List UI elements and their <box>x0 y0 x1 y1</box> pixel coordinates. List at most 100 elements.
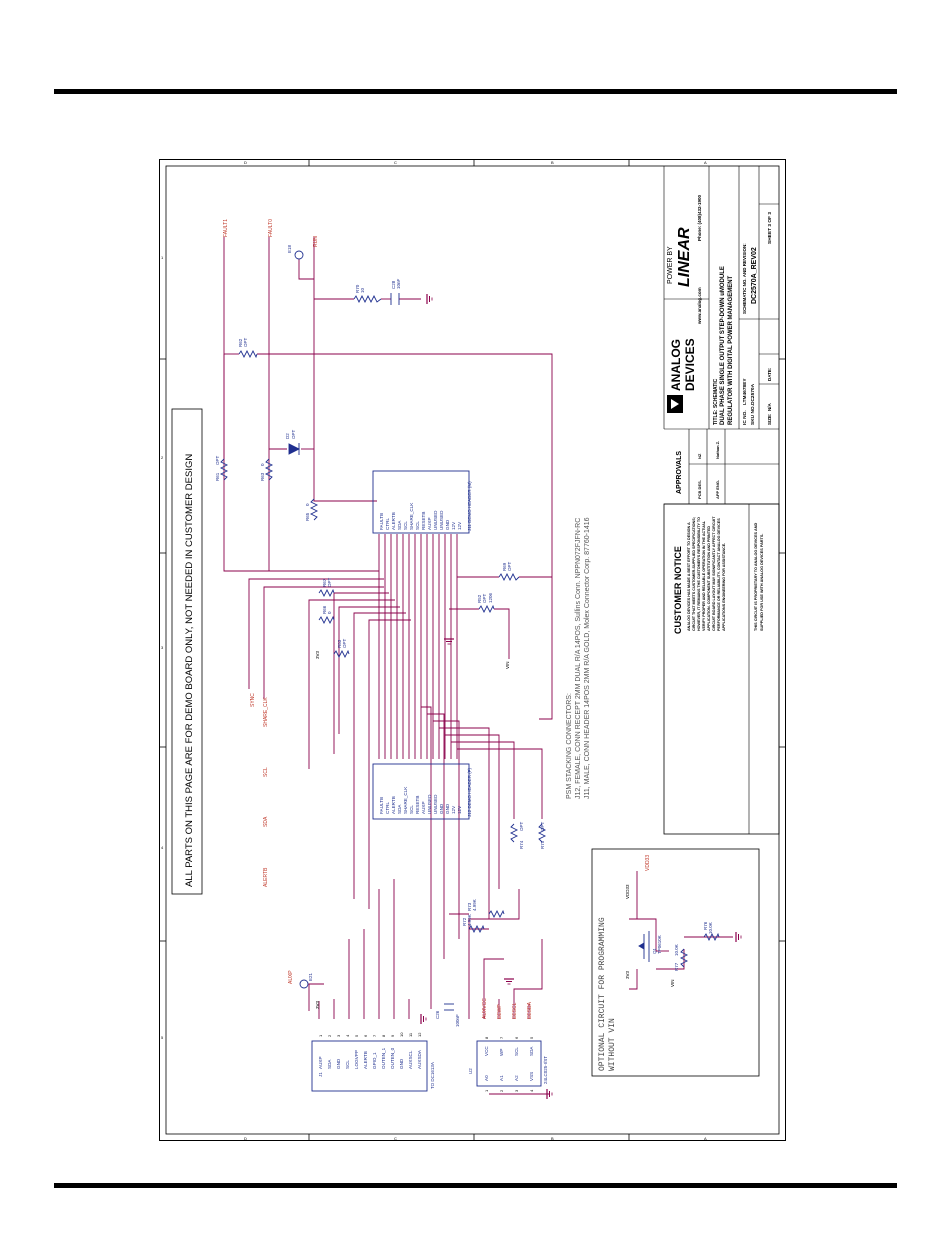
c28-value: 10nF <box>396 278 401 289</box>
net-vin-a: VIN <box>505 661 510 669</box>
u2-num-7: 7 <box>499 1036 504 1039</box>
r69-label: R69 <box>502 562 507 571</box>
customer-notice-title: CUSTOMER NOTICE <box>673 546 683 634</box>
j11-pin-1: FAULTB <box>379 513 384 530</box>
approval-value-2: Nathan Z. <box>715 441 720 459</box>
j11-pin-6: SHARE_CLK <box>409 502 414 530</box>
j11-header <box>372 470 470 534</box>
u2-num-6: 6 <box>514 1036 519 1039</box>
r65-label: R65 <box>305 512 310 521</box>
j1-pin-11: AUXSCL <box>408 1050 413 1069</box>
j11-pin-7: SCL <box>415 521 420 530</box>
j1-pin-7: GPIO_1 <box>372 1052 377 1069</box>
r77-value: 10.0K <box>674 944 679 956</box>
adi-logo-text-1: ANALOG <box>669 339 683 391</box>
r76-value: 10.0K <box>708 922 713 934</box>
u2-pin-sda: SDA <box>529 1046 534 1056</box>
e18-label: E18 <box>287 244 292 253</box>
u2-num-2: 2 <box>499 1089 504 1092</box>
j1-pin-num-7: 7 <box>372 1034 377 1037</box>
r74-resistor <box>509 823 519 843</box>
zone-label-side-5: 5 <box>161 1035 164 1040</box>
r62-resistor <box>238 349 258 359</box>
r75-resistor <box>537 823 547 843</box>
r77-label: R77 <box>674 962 679 971</box>
schematic-sheet: D C B A D C B A 1 2 3 4 5 ALL PARTS ON T… <box>159 159 786 1141</box>
size-label: SIZE: <box>767 413 772 425</box>
net-vdd33: VDD33 <box>625 884 630 899</box>
net-3v3-b: 3V3 <box>315 1000 320 1009</box>
j12-pin-14: 12V <box>457 805 462 814</box>
zone-label-side-2: 2 <box>161 455 164 460</box>
j11-pin-4: SDA <box>397 520 402 530</box>
j11-pin-2: CTRL <box>385 518 390 530</box>
outer-border <box>159 159 786 1141</box>
q1-label: Q1 <box>652 947 657 954</box>
zone-label-bottom-3: B <box>551 1136 554 1141</box>
j12-ref: J12 DEMO HEADER (F) <box>467 767 472 817</box>
r61-value: OPT <box>215 455 220 465</box>
net-fault0: FAULT0 <box>268 219 274 237</box>
net-vin-b: VIN <box>670 979 675 987</box>
j11-pin-12: GND <box>445 519 450 530</box>
adi-logo-triangle <box>671 399 679 409</box>
u2-pin-a1: A1 <box>499 1075 504 1081</box>
j11-pin-9: AUXP <box>427 517 432 530</box>
u2-num-1: 1 <box>484 1089 489 1092</box>
r53-value: OPT <box>342 638 347 648</box>
u2-pin-numbers: 1 2 3 4 8 7 6 5 <box>484 1036 534 1092</box>
j1-pin-labels: AUXP SDA GND SCL LOGVPP ALERTB GPIO_1 OU… <box>318 1047 422 1069</box>
j1-pin-8: OUTEN_1 <box>381 1047 386 1069</box>
net-eewp: EEWP <box>497 1004 503 1019</box>
r63-value: 0 <box>260 463 265 466</box>
ic-no-label: IC NO. <box>742 410 748 425</box>
notice-line-6: CIRCUIT BOARD LAYOUT MAY SIGNIFICANTLY A… <box>712 516 716 631</box>
net-eescl: EESCL <box>512 1002 518 1019</box>
notice-line-8: APPLICATIONS ENGINEERING FOR ASSISTANCE. <box>722 543 726 631</box>
sheet-text: SHEET 3 OF 3 <box>767 212 773 244</box>
zone-label-bottom-4: A <box>704 1136 707 1141</box>
net-alertb: ALERTB <box>263 867 269 887</box>
r52-value: OPT <box>482 593 487 603</box>
j12-pin-10: UNUSED <box>433 794 438 814</box>
notice-line-3: HOWEVER, IT REMAINS THE CUSTOMER'S RESPO… <box>697 517 701 631</box>
optional-circuit-box <box>591 848 760 1077</box>
r73-resistor <box>488 909 505 919</box>
u2-ref: U2 <box>468 1068 473 1074</box>
schematic-no-value: DC2570A_REV02 <box>751 247 758 304</box>
net-auxp: AUXP <box>288 970 294 984</box>
j1-pin-num-4: 4 <box>345 1034 350 1037</box>
r72-label: R72 <box>462 917 467 926</box>
j11-ref: J11 DEMO HEADER (M) <box>467 481 472 531</box>
wires <box>223 237 553 1095</box>
approval-value-1: NZ <box>697 453 702 459</box>
j12-pin-4: SDA <box>397 804 402 814</box>
r63-resistor <box>264 458 274 481</box>
ic-no-value: LTM4678EY <box>742 378 748 405</box>
j1-pin-3: GND <box>336 1058 341 1069</box>
u2-num-3: 3 <box>514 1089 519 1092</box>
j1-pin-num-6: 6 <box>363 1034 368 1037</box>
j1-pin-5: LOGVPP <box>354 1050 359 1069</box>
j12-pin-11: GND <box>439 803 444 814</box>
zone-label-side-4: 4 <box>161 845 164 850</box>
q1-mosfet <box>638 942 645 950</box>
net-eesda: EESDA <box>527 1001 533 1019</box>
u2-pin-wp: WP <box>499 1049 504 1056</box>
r52-resistor <box>478 604 495 614</box>
r53-resistor <box>333 649 350 659</box>
j11-pin-5: SCL <box>403 521 408 530</box>
r65-value: 0 <box>305 503 310 506</box>
date-label: DATE: <box>767 367 772 381</box>
j12-pin-7: RESETB <box>415 796 420 814</box>
net-3v3-a: 3V3 <box>315 650 320 659</box>
j1-pin-numbers: 1 2 3 4 5 6 7 8 9 10 11 12 <box>318 1032 422 1037</box>
schematic-svg: D C B A D C B A 1 2 3 4 5 ALL PARTS ON T… <box>159 159 786 1141</box>
net-3v3-c: 3V3 <box>625 970 630 979</box>
zone-label-top-4: A <box>704 160 707 165</box>
demo-note-text: ALL PARTS ON THIS PAGE ARE FOR DEMO BOAR… <box>184 454 195 887</box>
zone-label-side-3: 3 <box>161 645 164 650</box>
title-line-1: DUAL PHASE SINGLE OUTPUT STEP-DOWN uMODU… <box>720 266 726 425</box>
j12-pin-2: CTRL <box>385 802 390 814</box>
proprietary-line-1: THIS CIRCUIT IS PROPRIETARY TO ANALOG DE… <box>754 523 758 631</box>
